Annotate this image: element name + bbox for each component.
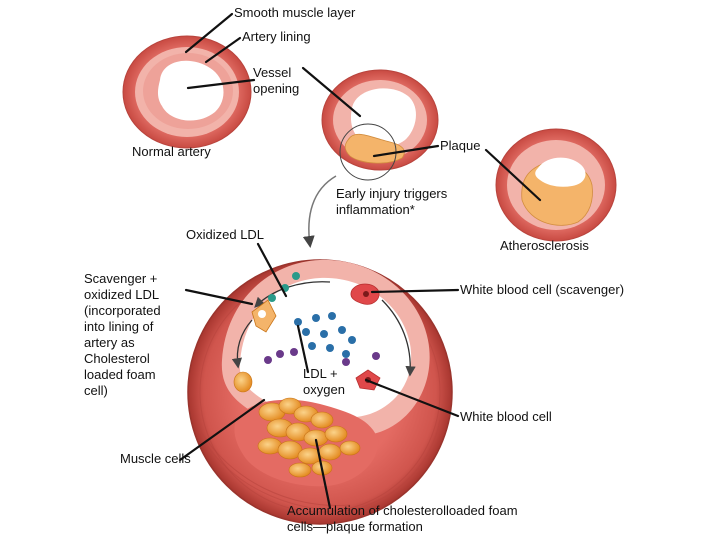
label-atherosclerosis: Atherosclerosis (500, 238, 589, 253)
label-muscle-cells: Muscle cells (120, 451, 191, 466)
ldl-particles (264, 272, 380, 366)
label-plaque: Plaque (440, 138, 481, 153)
label-smooth-muscle-layer: Smooth muscle layer (234, 5, 356, 20)
label-artery-lining: Artery lining (242, 29, 311, 44)
early-plaque-artery-illustration (321, 69, 439, 181)
atherosclerosis-artery-illustration (495, 128, 617, 242)
normal-artery-illustration (122, 35, 252, 149)
white-blood-cell-scavenger (350, 283, 380, 305)
label-oxidized-ldl: Oxidized LDL (186, 227, 265, 242)
label-vessel-opening: Vessel opening (253, 65, 300, 96)
label-scavenger-oxidized-ldl: Scavenger + oxidized LDL (incorporated i… (84, 271, 161, 398)
scavenger-foam-cell (251, 299, 277, 333)
label-normal-artery: Normal artery (132, 144, 211, 159)
label-early-injury: Early injury triggers inflammation* (336, 186, 448, 217)
flow-arrow (302, 175, 337, 248)
label-white-blood-cell: White blood cell (460, 409, 552, 424)
label-accumulation: Accumulation of cholesterolloaded foam c… (287, 503, 518, 534)
label-ldl-oxygen: LDL + oxygen (303, 366, 345, 397)
label-white-blood-cell-scavenger: White blood cell (scavenger) (460, 282, 625, 297)
leader-lines (178, 12, 542, 510)
